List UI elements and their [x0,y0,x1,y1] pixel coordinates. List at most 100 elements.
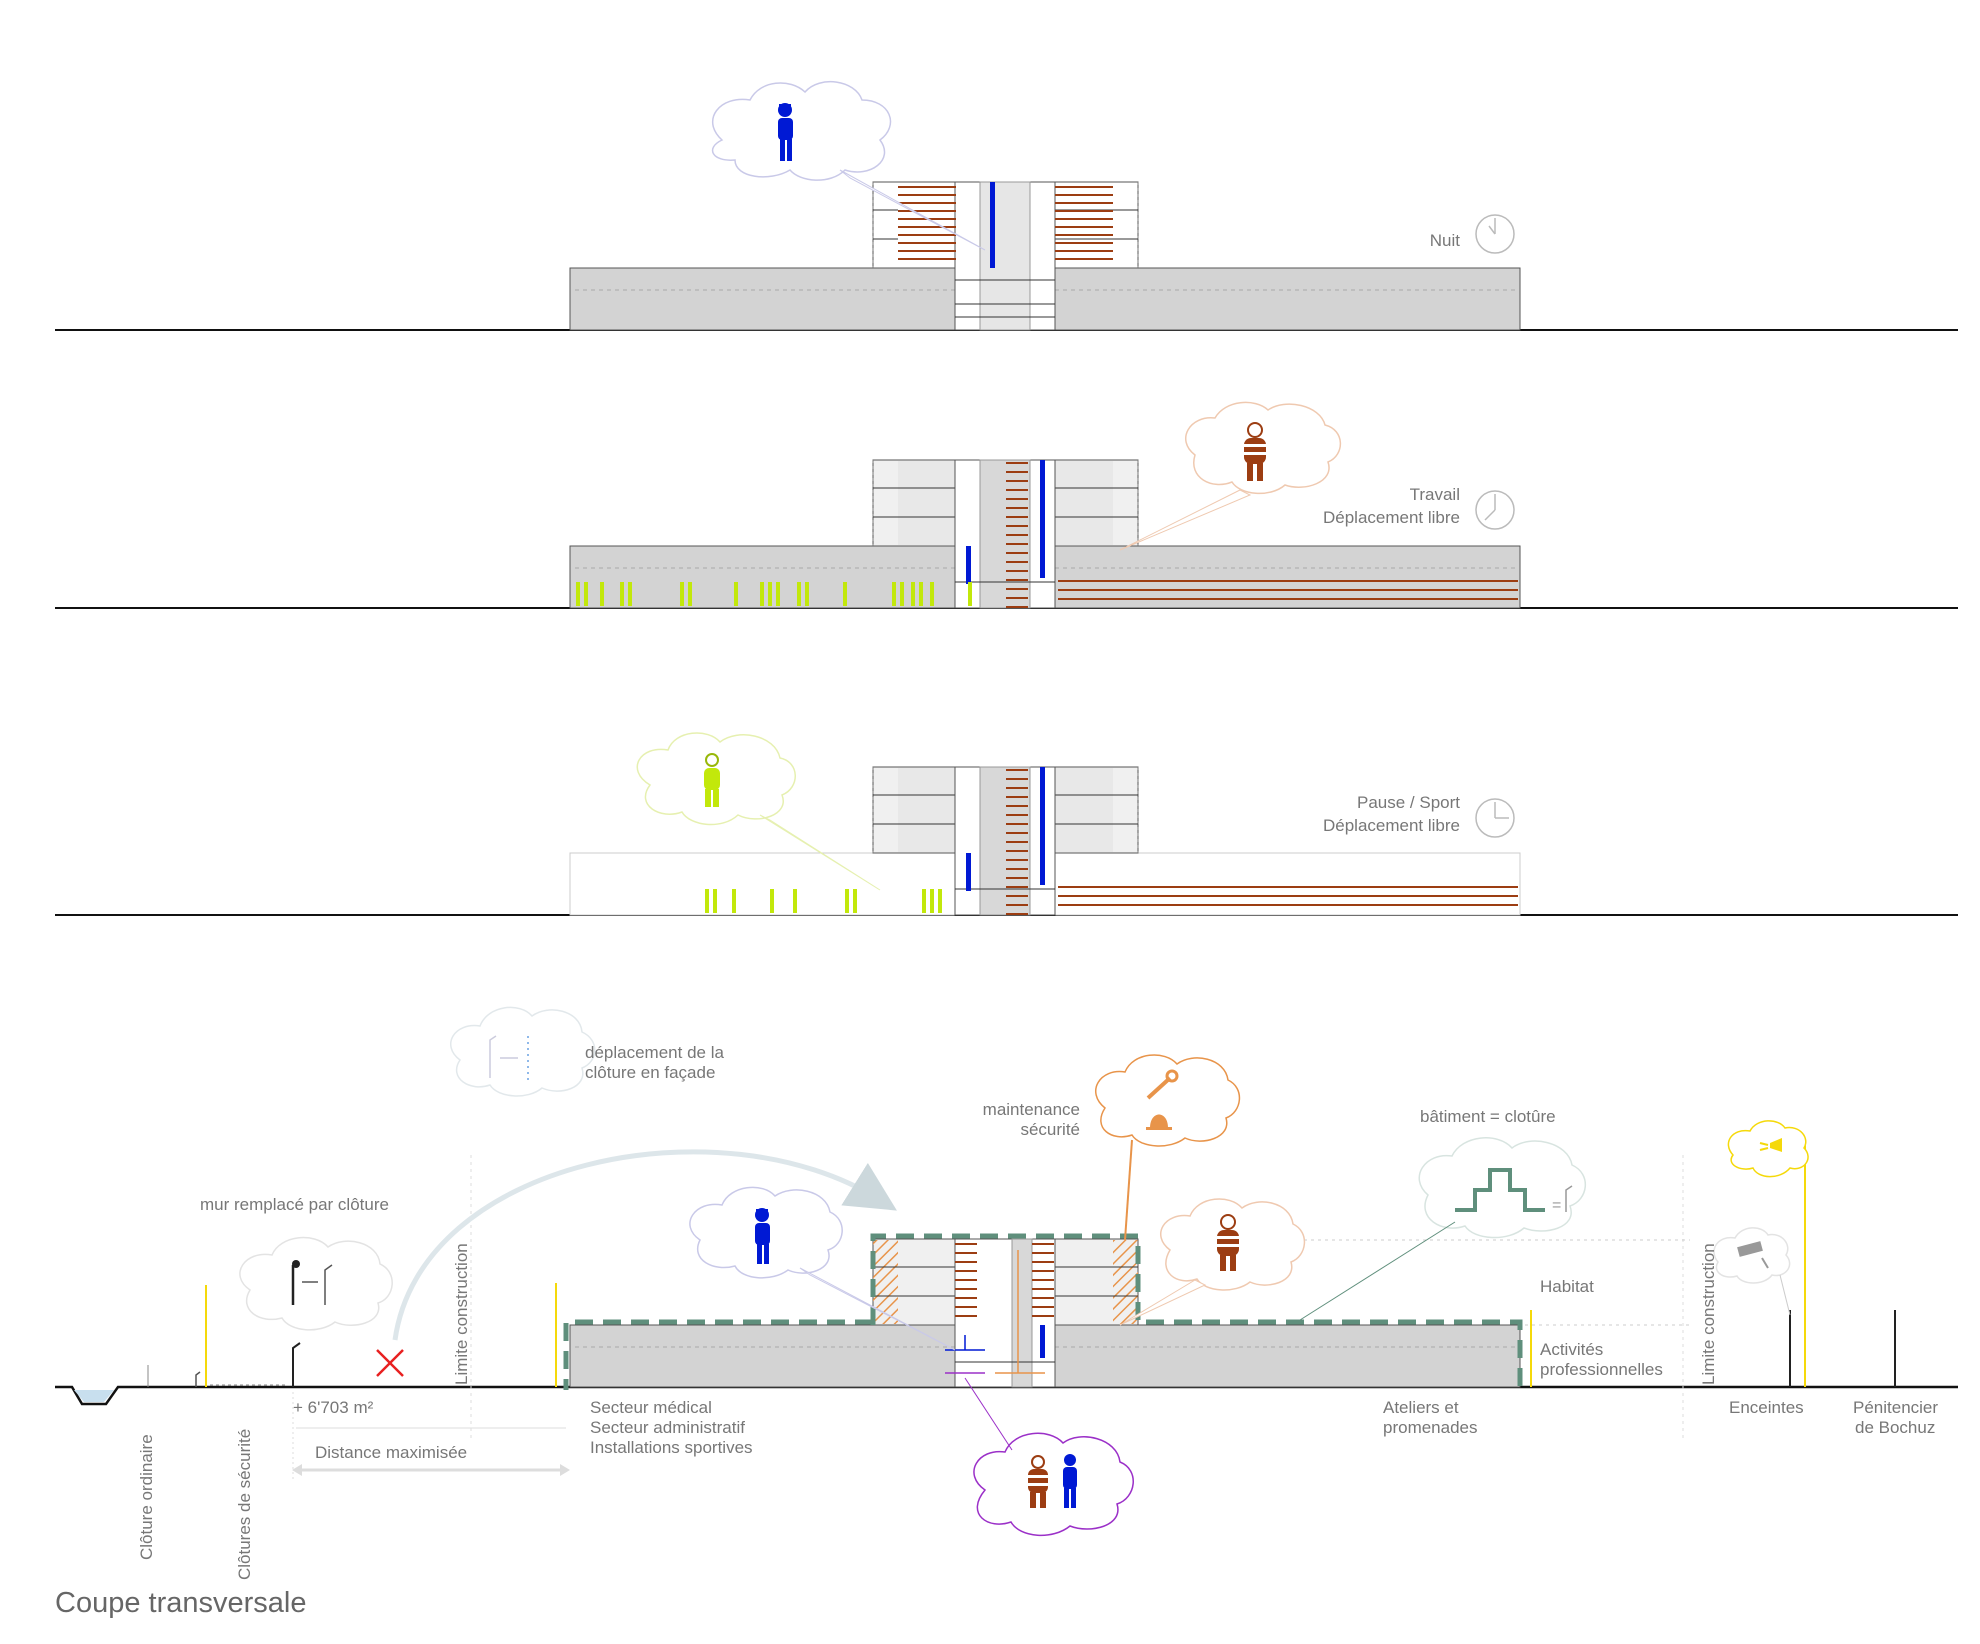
brown-stripe [1055,186,1113,188]
brown-stripe [955,1279,977,1281]
lime-figure [930,889,934,913]
scenario-work: Travail Déplacement libre [55,401,1958,609]
brown-stripe [1006,606,1028,608]
scenario-line2: Nuit [1430,231,1461,250]
lime-figure [930,582,934,606]
building-fence-icon: = [1455,1168,1573,1214]
brown-stripes [955,1243,1054,1317]
scenario-line1: Pause / Sport [1357,793,1460,812]
lime-figure [843,582,847,606]
lime-figure [576,582,580,606]
label-activites-1: Activités [1540,1340,1603,1359]
brown-stripe [1006,832,1028,834]
brown-stripe [1006,805,1028,807]
brown-stripe [1058,589,1518,591]
lime-figure [776,582,780,606]
lime-figure [793,889,797,913]
zone-enceintes: Enceintes [1729,1398,1804,1417]
building-fence-outline [563,1233,1523,1390]
cloud-building-fence: = [1299,1137,1587,1321]
annotation-wall-replaced: mur remplacé par clôture [200,1195,389,1214]
sport-figure-icon [704,753,720,807]
brown-stripe [1058,598,1518,600]
brown-stripe [1006,877,1028,879]
brown-stripe [1032,1315,1054,1317]
zone-left-1: Secteur médical [590,1398,712,1417]
movement-arrows [945,1250,1045,1374]
lime-figure [900,582,904,606]
brown-stripe [1006,525,1028,527]
orange-hatch-left [873,1240,898,1324]
floodlight-icon [1759,1138,1782,1152]
thought-cloud-work [1119,401,1342,551]
annotation-building-fence: bâtiment = clotûre [1420,1107,1556,1126]
blue-prisoner-line [966,853,971,891]
brown-stripe [1055,210,1113,212]
lime-figure [620,582,624,606]
brown-stripe [1006,868,1028,870]
brown-stripe [1006,859,1028,861]
brown-stripe [1006,543,1028,545]
inmate-figure-icon [1244,422,1266,481]
page-title: Coupe transversale [55,1587,306,1619]
lime-figure [770,889,774,913]
brown-stripe [1006,498,1028,500]
brown-cells-left [898,183,956,267]
clock-icon [1475,798,1515,838]
brown-stripe [1006,480,1028,482]
label-activites-2: professionnelles [1540,1360,1663,1379]
zone-penitencier-2: de Bochuz [1855,1418,1935,1437]
lime-figure [805,582,809,606]
removed-wall-icon [376,1349,404,1377]
brown-stripe [898,242,956,244]
label-area: + 6'703 m² [293,1398,374,1417]
cloud-guard [689,1186,956,1351]
zone-penitencier-1: Pénitencier [1853,1398,1938,1417]
brown-stripe [1032,1288,1054,1290]
brown-stripe [1006,778,1028,780]
lime-figure [938,889,942,913]
guard-figure-icon [1063,1454,1077,1508]
brown-stripe [1058,886,1518,888]
lime-figure [919,582,923,606]
blue-prisoner-line [990,182,995,268]
lime-figure [922,889,926,913]
brown-stripe [1032,1279,1054,1281]
zone-right-1: Ateliers et [1383,1398,1459,1417]
distance-arrow [292,1392,570,1480]
brown-stripe [1058,895,1518,897]
lime-figure [911,582,915,606]
brown-stripe [1006,534,1028,536]
brown-stripe [955,1315,977,1317]
annotation-maintenance-1: maintenance [983,1100,1080,1119]
brown-stripe [1055,202,1113,204]
lime-figure [797,582,801,606]
brown-stripe [1055,234,1113,236]
lime-figures [705,889,942,913]
svg-text:=: = [1552,1197,1561,1214]
brown-stripe [1032,1252,1054,1254]
lime-figure [768,582,772,606]
brown-stripe [1006,904,1028,906]
inmate-figure-icon [1217,1214,1239,1271]
lime-figure [968,582,972,606]
cloud-inmate [1119,1198,1306,1326]
brown-stripe [898,210,956,212]
wrench-icon [1146,1069,1179,1100]
brown-stripe [1006,462,1028,464]
brown-stripe [1006,796,1028,798]
brown-stripe [1055,226,1113,228]
blue-prisoner-line [1040,767,1045,885]
brown-stripe [955,1252,977,1254]
cloud-camera [1713,1227,1791,1316]
brown-stripe [1006,597,1028,599]
zone-left-2: Secteur administratif [590,1418,745,1437]
clock-icon [1475,490,1515,530]
thought-cloud-pause [636,732,881,891]
scenario-night: Nuit [55,81,1958,331]
brown-stripe [1032,1306,1054,1308]
brown-stripe [955,1306,977,1308]
brown-stripe [1055,250,1113,252]
lime-figure [732,889,736,913]
lime-figure [713,889,717,913]
